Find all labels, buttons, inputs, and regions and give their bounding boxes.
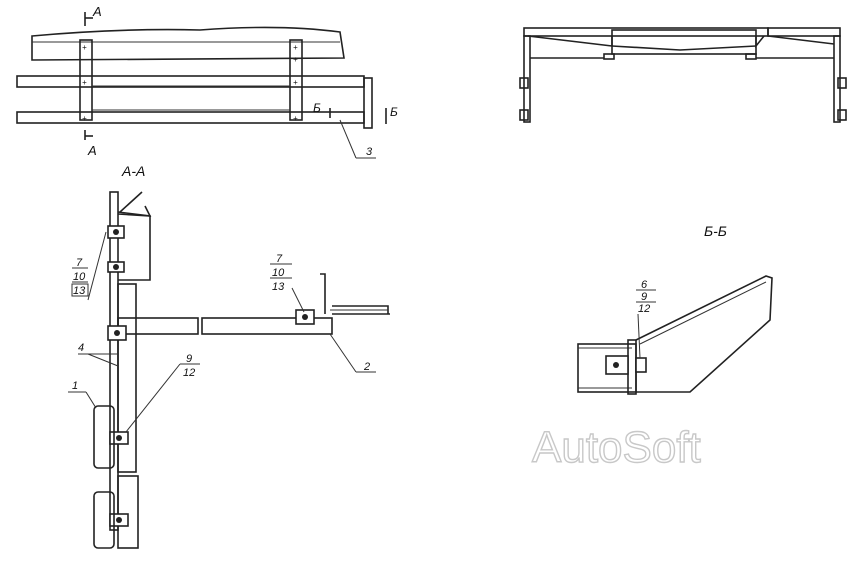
aa-lamp-lower <box>93 491 115 549</box>
bb-gusset-plate <box>635 275 773 393</box>
plan-strap-right <box>289 39 303 121</box>
cut-b-left-label: Б <box>313 101 321 115</box>
front-view <box>519 27 847 123</box>
plan-view: + + + + + + + А А Б Б 3 <box>16 4 398 159</box>
callout-bb-1: 6 <box>641 279 648 291</box>
cut-a-top-label: А <box>92 4 102 19</box>
svg-text:+: + <box>82 78 87 87</box>
front-left-leg <box>523 35 531 123</box>
callout-ul-3: 13 <box>73 285 86 297</box>
aa-horizontal-beam <box>117 317 199 335</box>
svg-text:+: + <box>293 55 298 64</box>
aa-post <box>109 191 119 531</box>
section-aa-title: А-А <box>121 163 145 179</box>
svg-text:+: + <box>293 114 298 123</box>
callout-ul-2: 10 <box>73 271 86 283</box>
callout-ul-1: 7 <box>76 257 83 269</box>
callout-r-3: 13 <box>272 281 285 293</box>
callout-r-1: 7 <box>276 253 283 265</box>
section-aa: А-А 7 10 13 <box>68 163 390 549</box>
callout-l-1: 9 <box>186 353 192 365</box>
callout-1: 1 <box>72 380 78 392</box>
cut-a-bottom-label: А <box>87 143 97 158</box>
svg-text:+: + <box>293 78 298 87</box>
front-right-leg <box>833 35 841 123</box>
plan-strap-left <box>79 39 93 121</box>
callout-3: 3 <box>366 146 373 158</box>
svg-text:+: + <box>82 43 87 52</box>
svg-text:+: + <box>82 114 87 123</box>
callout-l-2: 12 <box>183 367 195 379</box>
section-bb: Б-Б 6 9 12 <box>577 223 773 395</box>
section-bb-title: Б-Б <box>704 223 727 239</box>
callout-r-2: 10 <box>272 267 285 279</box>
plan-rail-2 <box>16 111 365 124</box>
plan-rail-1 <box>16 75 365 88</box>
callout-bb-3: 12 <box>638 303 650 315</box>
watermark: AutoSoft <box>532 423 701 472</box>
aa-lamp-upper <box>93 405 115 469</box>
callout-2: 2 <box>363 361 370 373</box>
cut-b-right-label: Б <box>390 105 398 119</box>
callout-4: 4 <box>78 342 84 354</box>
plan-end-plate <box>363 77 373 129</box>
callout-bb-2: 9 <box>641 291 647 303</box>
plan-upper-beam <box>31 26 345 61</box>
svg-text:+: + <box>293 43 298 52</box>
